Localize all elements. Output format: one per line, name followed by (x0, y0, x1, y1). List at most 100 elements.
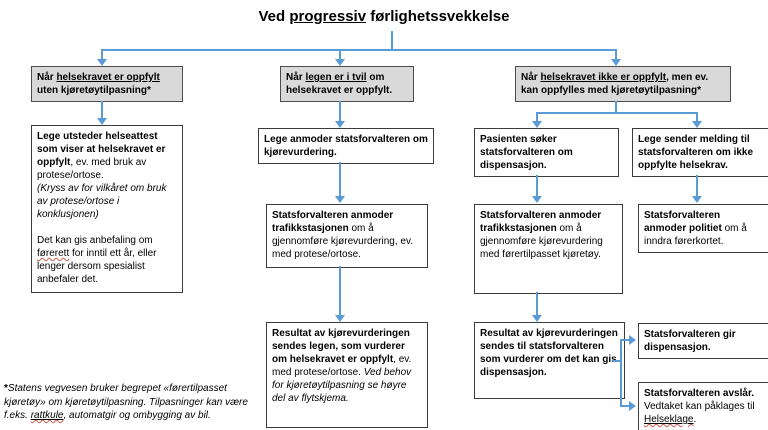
connector-line (536, 112, 698, 114)
paragraph: Lege utsteder helseattest som viser at h… (37, 130, 177, 182)
text-run: Når (521, 72, 541, 83)
text-run: Når (37, 72, 57, 83)
header-line: helsekravet er oppfylt. (286, 85, 393, 96)
header-helsekrav-oppfylt: Når helsekravet er oppfylt uten kjøretøy… (31, 66, 183, 102)
text-run: , ev. med bruk av protese/ortose. (37, 157, 147, 181)
text-run-bold: Resultat av kjørevurderingen sendes lege… (272, 328, 410, 365)
text-run-bold: Lege anmoder statsforvalteren om kjørevu… (264, 134, 428, 158)
connector-line (620, 339, 622, 407)
header-line: Når helsekravet er oppfylt (37, 71, 177, 84)
spellchecked-word: førerett (37, 248, 70, 259)
text-run: om (366, 72, 385, 83)
arrow-down-icon (335, 196, 345, 203)
box-gir-dispensasjon: Statsforvalteren gir dispensasjon. (638, 323, 768, 359)
connector-line (615, 51, 617, 59)
header-legen-i-tvil: Når legen er i tvil om helsekravet er op… (280, 66, 414, 102)
text-run: Statens vegvesen bruker begrepet «førert… (4, 383, 248, 421)
connector-line (339, 101, 341, 121)
connector-line (615, 101, 617, 113)
box-resultat-til-statsforvalteren: Resultat av kjørevurderingen sendes til … (474, 322, 625, 399)
paragraph-italic: (Kryss av for vilkåret om bruk av protes… (37, 183, 167, 220)
text-run-underlined: legen er i tvil (305, 72, 367, 83)
text-run: om å gjennomføre kjørevurdering, ev. med… (272, 223, 413, 260)
arrow-down-icon (532, 315, 542, 322)
box-statsforvalter-anmoder-trafikkstasjon: Statsforvalteren anmoder trafikkstasjone… (266, 204, 428, 268)
text-run: . (693, 414, 697, 425)
connector-line (339, 266, 341, 315)
connector-line (622, 405, 630, 407)
arrow-down-icon (335, 121, 345, 128)
text-run: , men ev. (666, 72, 709, 83)
text-run: Når (286, 72, 306, 83)
connector-line (536, 112, 538, 121)
text-run: , ev. med protese/ortose. (272, 354, 412, 378)
text-run: Ved (258, 8, 290, 25)
page-title: Ved progressiv førlighetssvekkelse (0, 8, 768, 25)
text-run: førlighetssvekkelse (366, 8, 510, 25)
blank-line (37, 221, 177, 234)
text-run-bold: Statsforvalteren anmoder trafikkstasjone… (480, 210, 602, 234)
connector-line (391, 31, 393, 49)
text-run-underlined: helsekravet er oppfylt (56, 72, 160, 83)
connector-line (339, 51, 341, 59)
connector-line (696, 112, 698, 121)
spellchecked-word: rattkule (30, 410, 64, 421)
box-resultat-til-legen: Resultat av kjørevurderingen sendes lege… (266, 322, 428, 428)
text-run: om å inndra førerkortet. (644, 223, 747, 247)
connector-line (536, 292, 538, 315)
text-run-underlined: rattkule (31, 410, 64, 421)
text-run-underlined: helsekravet ikke er oppfylt (540, 72, 667, 83)
text-run-bold: Resultat av kjørevurderingen sendes til … (480, 328, 618, 378)
arrow-right-icon (629, 401, 636, 411)
footnote: *Statens vegvesen bruker begrepet «fører… (4, 382, 256, 423)
text-run-bold: Statsforvalteren gir dispensasjon. (644, 329, 736, 353)
text-run: Vedtaket kan påklages til (644, 401, 755, 412)
text-run-bold: Statsforvalteren anmoder politiet (644, 210, 722, 234)
arrow-down-icon (692, 196, 702, 203)
arrow-down-icon (335, 59, 345, 66)
connector-line (622, 339, 630, 341)
text-run-underlined: Helseklage (644, 414, 693, 425)
text-run: om å gjennomføre kjørevurdering med føre… (480, 223, 603, 260)
connector-line (536, 175, 538, 196)
text-run-underlined: progressiv (289, 8, 367, 25)
text-run: for inntil ett år, eller lenger dersom s… (37, 248, 157, 285)
header-line: Når helsekravet ikke er oppfylt, men ev. (521, 71, 725, 84)
arrow-down-icon (692, 121, 702, 128)
arrow-down-icon (335, 315, 345, 322)
box-avslar: Statsforvalteren avslår. Vedtaket kan på… (638, 382, 768, 430)
text-run-italic: Ved behov for kjøretøytilpasning se høyr… (272, 367, 412, 404)
connector-line (339, 162, 341, 196)
connector-line (101, 101, 103, 118)
arrow-down-icon (532, 121, 542, 128)
box-pasient-soker-dispensasjon: Pasienten søker statsforvalteren om disp… (474, 128, 619, 177)
connector-line (696, 175, 698, 196)
spellchecked-word: Helseklage (644, 414, 694, 425)
arrow-right-icon (629, 335, 636, 345)
text-run-bold: Statsforvalteren avslår. (644, 388, 755, 399)
paragraph: Det kan gis anbefaling om førerett for i… (37, 234, 177, 286)
footnote-asterisk: * (4, 383, 8, 394)
connector-line (613, 360, 622, 362)
box-statsforvalter-anmoder-trafikkstasjon-tilpasset: Statsforvalteren anmoder trafikkstasjone… (474, 204, 623, 294)
text-run: Det kan gis anbefaling om (37, 235, 153, 246)
connector-line (101, 49, 617, 51)
box-helseattest: Lege utsteder helseattest som viser at h… (31, 125, 183, 293)
header-line: Når legen er i tvil om (286, 71, 408, 84)
box-lege-sender-melding: Lege sender melding til statsforvalteren… (632, 128, 768, 177)
text-run-bold: Statsforvalteren anmoder trafikkstasjone… (272, 210, 394, 234)
text-run: , automatgir og ombygging av bil. (63, 410, 211, 421)
box-lege-anmoder: Lege anmoder statsforvalteren om kjørevu… (258, 128, 434, 164)
text-run-bold: Lege sender melding til statsforvalteren… (638, 134, 754, 171)
text-run-bold: Lege utsteder helseattest som viser at h… (37, 131, 166, 168)
header-line: kan oppfylles med kjøretøytilpasning* (521, 85, 702, 96)
arrow-down-icon (97, 59, 107, 66)
arrow-down-icon (97, 118, 107, 125)
arrow-down-icon (611, 59, 621, 66)
text-run-bold: Pasienten søker statsforvalteren om disp… (480, 134, 573, 171)
arrow-down-icon (532, 196, 542, 203)
header-helsekrav-ikke-oppfylt: Når helsekravet ikke er oppfylt, men ev.… (515, 66, 731, 102)
box-statsforvalter-anmoder-politiet: Statsforvalteren anmoder politiet om å i… (638, 204, 768, 253)
header-line: uten kjøretøytilpasning* (37, 85, 151, 96)
